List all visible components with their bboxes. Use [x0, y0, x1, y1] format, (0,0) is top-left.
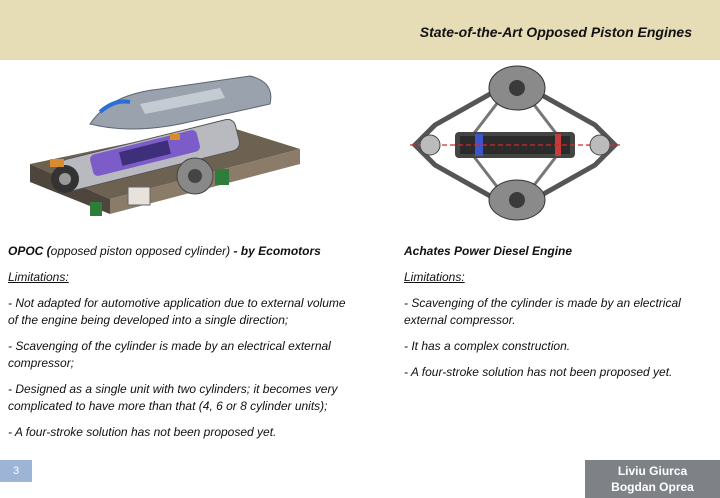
opoc-limitation-2: - Scavenging of the cylinder is made by … [8, 339, 331, 370]
achates-limitation-1: - Scavenging of the cylinder is made by … [404, 296, 681, 327]
slide-title: State-of-the-Art Opposed Piston Engines [419, 24, 692, 40]
opoc-heading: OPOC (opposed piston opposed cylinder) -… [8, 243, 353, 260]
opoc-limitation-4: - A four-stroke solution has not been pr… [8, 425, 277, 439]
achates-engine-image [410, 65, 620, 221]
achates-limitations-label: Limitations: [404, 270, 465, 284]
opoc-section: OPOC (opposed piston opposed cylinder) -… [8, 243, 353, 450]
author-name-2: Bogdan Oprea [611, 480, 694, 494]
header-bar: State-of-the-Art Opposed Piston Engines [0, 0, 720, 60]
achates-section: Achates Power Diesel Engine Limitations:… [404, 243, 699, 390]
opoc-limitation-3: - Designed as a single unit with two cyl… [8, 382, 338, 413]
opoc-limitations-label: Limitations: [8, 270, 69, 284]
achates-heading: Achates Power Diesel Engine [404, 244, 573, 258]
opoc-heading-tail: - by Ecomotors [230, 244, 321, 258]
opoc-heading-bold: OPOC ( [8, 244, 51, 258]
achates-limitation-3: - A four-stroke solution has not been pr… [404, 365, 673, 379]
opoc-limitation-1: - Not adapted for automotive application… [8, 296, 346, 327]
opoc-engine-image [30, 75, 300, 216]
authors-box: Liviu Giurca Bogdan Oprea [585, 460, 720, 498]
author-name-1: Liviu Giurca [617, 464, 688, 478]
achates-limitation-2: - It has a complex construction. [404, 339, 571, 353]
page-number: 3 [0, 460, 32, 482]
opoc-heading-normal: opposed piston opposed cylinder) [50, 244, 231, 258]
